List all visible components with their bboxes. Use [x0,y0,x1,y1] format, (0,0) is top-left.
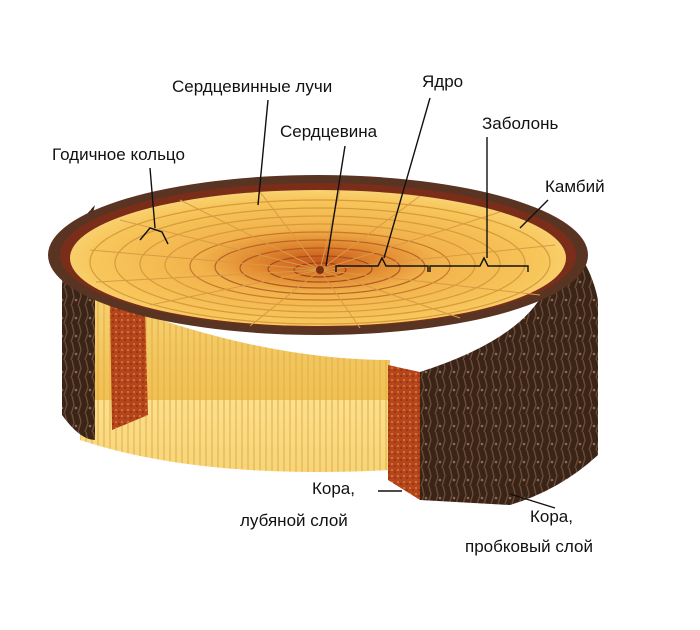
bast-left [110,305,148,430]
core-brace [335,256,429,272]
pith-center [316,266,324,274]
leader-cork [509,493,556,509]
bast-right [388,365,420,500]
cross-section [70,190,566,326]
ring-marker [139,227,169,245]
leader-cambium [519,199,549,229]
label-medullary-rays: Сердцевинные лучи [172,77,332,96]
label-annual-ring: Годичное кольцо [52,145,185,164]
leader-lines [149,97,556,509]
label-bast-line1: Кора, [312,479,355,498]
leader-rays [257,99,269,206]
leader-ring [149,167,156,229]
label-cambium: Камбий [545,177,605,196]
log-side-wood [80,290,390,472]
label-sapwood: Заболонь [482,114,558,133]
sapwood-brace [429,256,529,272]
leader-core [383,97,431,259]
leader-pith [325,145,346,267]
label-cork-line1: Кора, [530,507,573,526]
label-core: Ядро [422,72,463,91]
label-pith: Сердцевина [280,122,378,141]
label-bast-line2: лубяной слой [240,511,348,530]
bark-right-block [388,225,598,505]
label-cork-line2: пробковый слой [465,537,593,556]
medullary-rays [89,189,556,329]
